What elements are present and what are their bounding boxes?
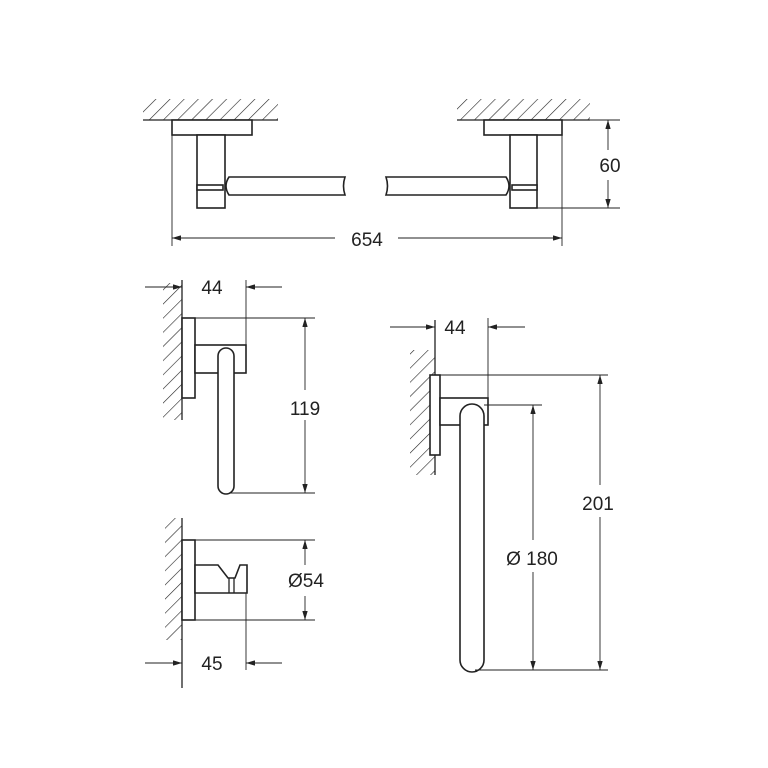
towel-bar-drawing: 654 60 [143,99,621,251]
dim-180-diameter: Ø 180 [506,549,558,570]
dim-45: 45 [201,654,222,675]
hook-drawing: Ø54 45 [145,518,324,688]
dim-54-diameter: Ø54 [288,571,324,592]
flange-right [483,119,563,136]
bar-left [225,176,347,196]
wall-hatch [165,518,182,640]
paper-holder-drawing: 44 119 [145,278,320,495]
ceiling-hatch-left [143,99,278,120]
flange-left [171,119,253,136]
dim-60: 60 [599,156,620,177]
dim-44-holder: 44 [201,278,223,299]
post-right [509,134,538,209]
wall-hatch [163,283,182,420]
dim-654: 654 [351,230,383,251]
bar-right [384,176,510,196]
dim-44-ring: 44 [444,318,466,339]
dim-201: 201 [582,494,614,515]
post-left [196,134,226,209]
dim-119: 119 [290,399,320,420]
towel-ring-drawing: 44 Ø 180 201 [390,318,614,673]
ceiling-hatch-right [457,99,590,120]
